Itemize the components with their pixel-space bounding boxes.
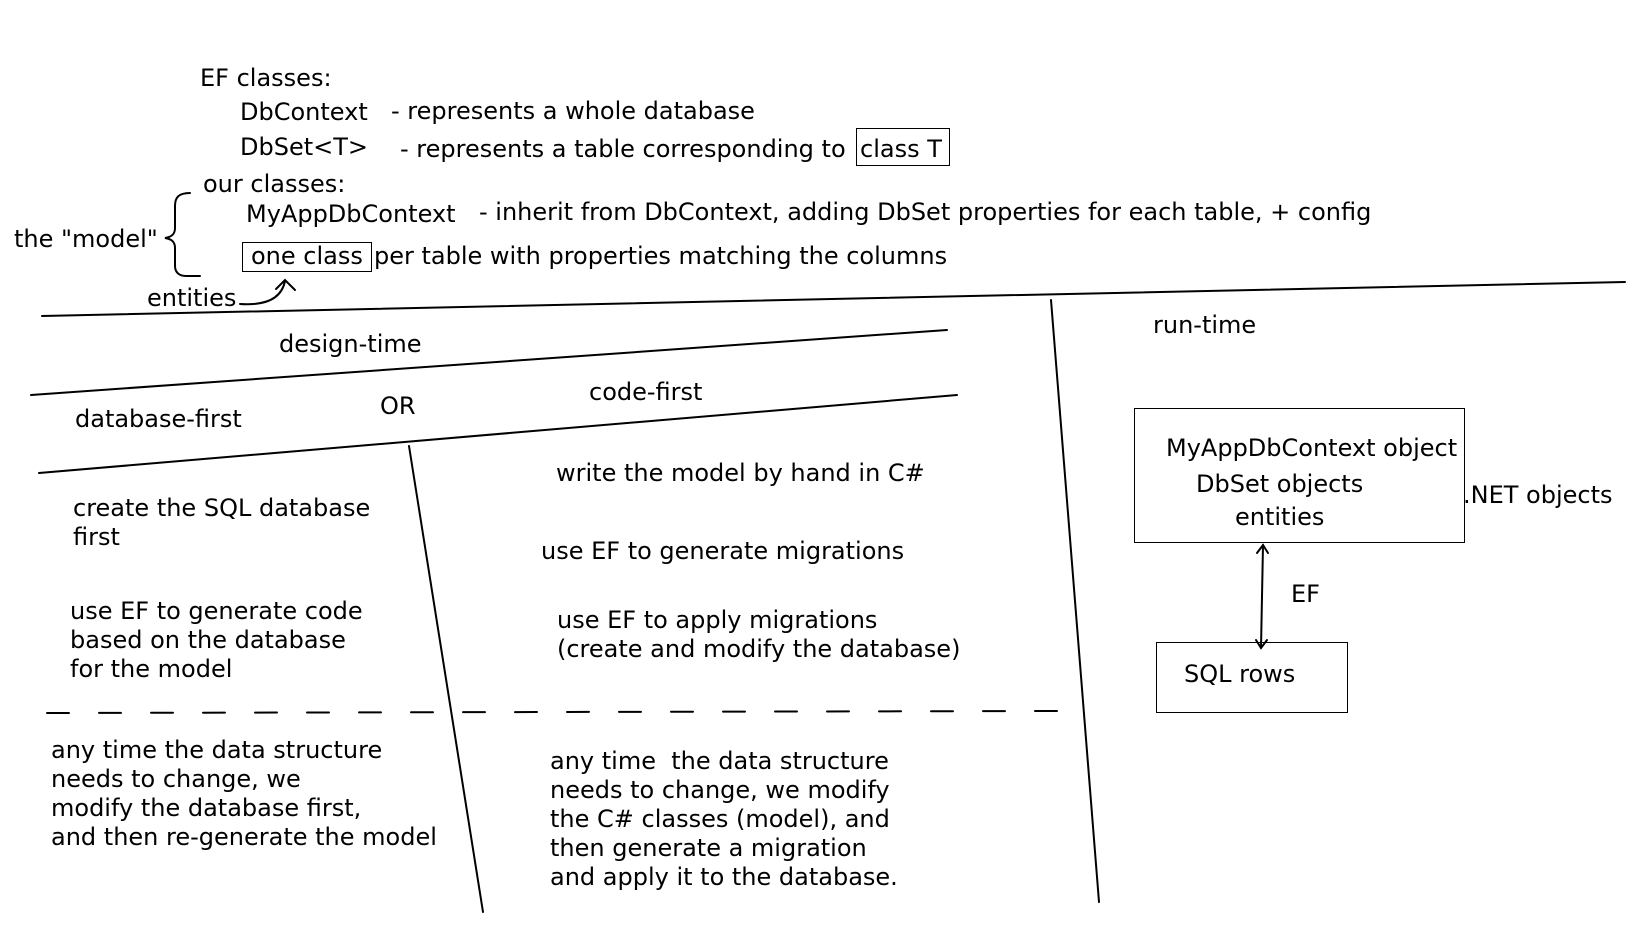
database-first-title: database-first xyxy=(75,405,242,433)
entity-description: per table with properties matching the c… xyxy=(374,242,948,270)
ef-label: EF xyxy=(1291,580,1320,608)
database-first-change-process: any time the data structure needs to cha… xyxy=(51,736,437,851)
dashed-separator-line xyxy=(46,710,1059,714)
model-brace xyxy=(164,192,201,277)
code-first-step-write: write the model by hand in C# xyxy=(556,459,925,487)
sql-rows-label: SQL rows xyxy=(1184,660,1296,688)
net-objects-label: .NET objects xyxy=(1463,481,1613,509)
entities-arrow xyxy=(239,280,286,306)
one-class-label: one class xyxy=(251,242,363,270)
ef-classes-heading: EF classes: xyxy=(200,64,332,92)
design-time-label: design-time xyxy=(279,330,422,358)
or-label: OR xyxy=(380,392,416,420)
database-first-step-create: create the SQL database first xyxy=(73,494,371,551)
one-class-box xyxy=(242,242,372,272)
design-time-separator-line xyxy=(30,329,948,396)
code-first-step-apply: use EF to apply migrations (create and m… xyxy=(557,606,961,663)
code-first-title: code-first xyxy=(589,378,703,406)
approach-divider-line xyxy=(408,445,484,913)
main-separator-line xyxy=(41,281,1626,317)
my-app-db-context-name: MyAppDbContext xyxy=(246,200,456,228)
dbset-objects-label: DbSet objects xyxy=(1196,470,1364,498)
dbset-name: DbSet<T> xyxy=(240,133,369,161)
context-object-label: MyAppDbContext object xyxy=(1166,434,1458,462)
entities-objects-label: entities xyxy=(1235,503,1325,531)
class-t-label: class T xyxy=(860,135,942,163)
ef-arrow-line xyxy=(1260,544,1264,649)
dbcontext-name: DbContext xyxy=(240,98,368,126)
run-time-label: run-time xyxy=(1153,311,1257,339)
entities-label: entities xyxy=(147,284,237,312)
dbcontext-description: - represents a whole database xyxy=(391,97,755,125)
entities-arrow-head xyxy=(275,278,296,291)
database-first-step-generate: use EF to generate code based on the dat… xyxy=(70,597,363,683)
class-t-box xyxy=(856,128,950,166)
sql-rows-box xyxy=(1156,642,1348,713)
our-classes-heading: our classes: xyxy=(203,170,346,198)
dotnet-objects-box xyxy=(1134,408,1465,543)
code-first-change-process: any time the data structure needs to cha… xyxy=(550,747,898,891)
dbset-description: - represents a table corresponding to xyxy=(400,135,846,163)
ef-arrow-head-up xyxy=(1256,543,1269,554)
runtime-divider-line xyxy=(1050,299,1100,903)
model-label: the "model" xyxy=(14,225,158,253)
my-app-db-context-description: - inherit from DbContext, adding DbSet p… xyxy=(479,198,1372,226)
code-first-step-migrations: use EF to generate migrations xyxy=(541,537,905,565)
approaches-separator-line xyxy=(38,394,958,474)
